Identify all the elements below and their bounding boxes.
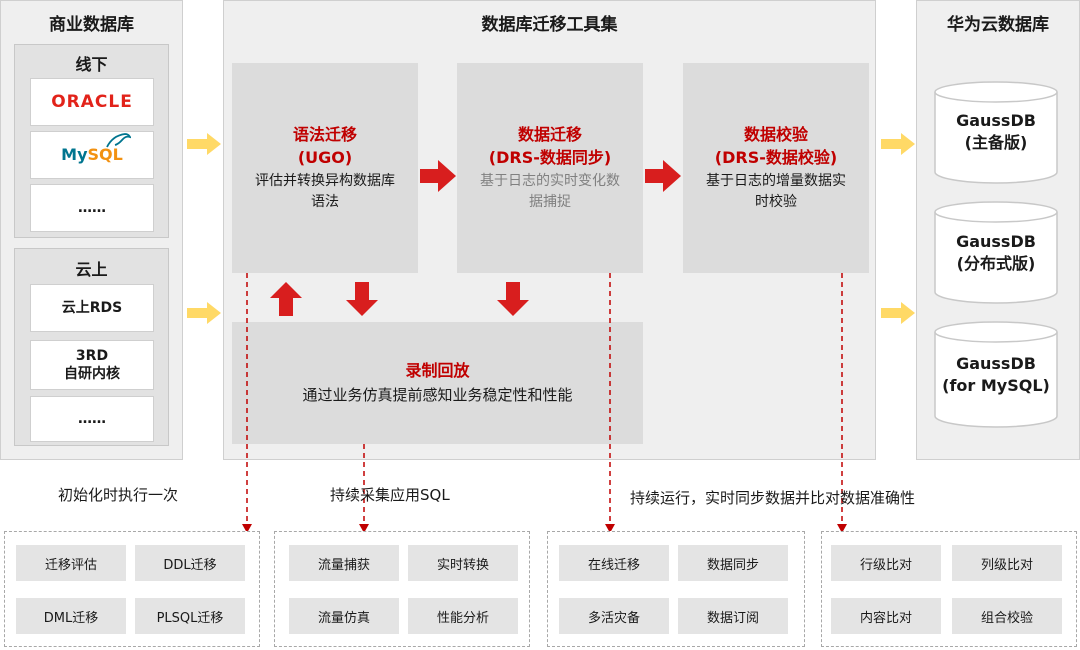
feature-chip: 迁移评估 [16,545,126,581]
drs-sync-desc: 基于日志的实时变化数 据捕捉 [480,173,620,211]
feature-chip: PLSQL迁移 [135,598,245,634]
cloud-rds-box: 云上RDS [30,284,154,332]
database-cylinder-icon [934,321,1058,428]
drs-verify-desc: 基于日志的增量数据实 时校验 [706,173,846,211]
feature-chip: 流量仿真 [289,598,399,634]
offline-more-box: …… [30,184,154,232]
cloud-rds-text: 云上RDS [61,299,123,316]
drs-sync-box: 数据迁移 (DRS-数据同步) 基于日志的实时变化数 据捕捉 [457,63,643,273]
red-down-arrow-icon [497,282,529,316]
dolphin-icon [106,132,132,148]
database-cylinder-icon [934,201,1058,304]
record-replay-box: 录制回放 通过业务仿真提前感知业务稳定性和性能 [232,322,643,444]
feature-chip: 实时转换 [408,545,518,581]
gaussdb-for-mysql-label: GaussDB (for MySQL) [942,354,1050,395]
red-down-arrow-icon [346,282,378,316]
feature-chip: 行级比对 [831,545,941,581]
migration-toolset-title: 数据库迁移工具集 [481,15,618,35]
ugo-box: 语法迁移 (UGO) 评估并转换异构数据库 语法 [232,63,418,273]
ugo-desc: 评估并转换异构数据库 语法 [255,173,395,211]
record-replay-title: 录制回放 [405,361,470,381]
feature-chip: 列级比对 [952,545,1062,581]
drs-sync-title: 数据迁移 (DRS-数据同步) [488,124,612,167]
cloud-more-box: …… [30,396,154,442]
cloud-more-text: …… [78,410,106,427]
yellow-arrow-icon [187,133,221,155]
red-right-arrow-icon [645,160,681,192]
yellow-arrow-icon [881,133,915,155]
oracle-box: ORACLE [30,78,154,126]
feature-chip: 性能分析 [408,598,518,634]
mysql-box: MySQL [30,131,154,179]
3rd-kernel-box: 3RD 自研内核 [30,340,154,390]
feature-chip: 流量捕获 [289,545,399,581]
mysql-logo: MySQL [61,132,132,166]
yellow-arrow-icon [187,302,221,324]
record-replay-desc: 通过业务仿真提前感知业务稳定性和性能 [302,386,573,405]
offline-more-text: …… [78,199,106,216]
offline-title: 线下 [75,55,108,74]
note-continuous-run: 持续运行，实时同步数据并比对数据准确性 [630,489,916,507]
3rd-kernel-text: 3RD 自研内核 [64,347,120,382]
gaussdb-distributed-label: GaussDB (分布式版) [956,232,1036,273]
red-right-arrow-icon [420,160,456,192]
feature-chip: DDL迁移 [135,545,245,581]
database-cylinder-icon [934,81,1058,184]
cloud-title: 云上 [75,260,108,279]
feature-chip: 内容比对 [831,598,941,634]
ugo-title: 语法迁移 (UGO) [292,124,357,167]
feature-chip: DML迁移 [16,598,126,634]
yellow-arrow-icon [881,302,915,324]
note-init-once: 初始化时执行一次 [58,486,179,504]
drs-verify-box: 数据校验 (DRS-数据校验) 基于日志的增量数据实 时校验 [683,63,869,273]
commercial-db-title: 商业数据库 [49,15,134,35]
feature-chip: 数据订阅 [678,598,788,634]
note-collect-sql: 持续采集应用SQL [330,486,450,504]
feature-chip: 多活灾备 [559,598,669,634]
gaussdb-primary-standby-label: GaussDB (主备版) [956,111,1036,152]
feature-chip: 在线迁移 [559,545,669,581]
drs-verify-title: 数据校验 (DRS-数据校验) [714,124,838,167]
red-up-arrow-icon [270,282,302,316]
feature-chip: 数据同步 [678,545,788,581]
oracle-logo: ORACLE [51,91,133,112]
huawei-cloud-db-title: 华为云数据库 [947,15,1049,35]
feature-chip: 组合校验 [952,598,1062,634]
